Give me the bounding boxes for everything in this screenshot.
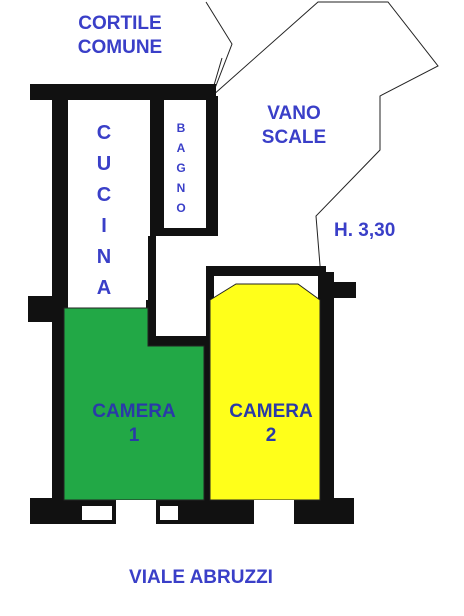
- courtyard-label: CORTILE COMUNE: [58, 12, 182, 60]
- stairwell-label: VANO SCALE: [246, 102, 342, 150]
- room-1-area: [63, 307, 205, 501]
- courtyard-label-line-1: CORTILE: [78, 13, 162, 34]
- stairwell-label-line-2: SCALE: [261, 126, 327, 148]
- room-1-label-line-2: 1: [128, 424, 140, 446]
- bathroom-letter: O: [176, 201, 186, 215]
- kitchen-label: C U C I N A: [86, 118, 122, 304]
- room-2-label-line-1: CAMERA: [229, 401, 313, 422]
- kitchen-letter: C: [96, 184, 112, 206]
- kitchen-letter: N: [96, 246, 112, 268]
- kitchen-letter: I: [101, 215, 107, 237]
- kitchen-area: [68, 110, 148, 300]
- bathroom-letter: B: [176, 121, 186, 135]
- room-1-label-line-1: CAMERA: [92, 401, 176, 422]
- courtyard-label-line-2: COMUNE: [77, 36, 163, 58]
- stairwell-label-line-1: VANO: [267, 103, 321, 124]
- street-label: VIALE ABRUZZI: [129, 567, 273, 588]
- corridor-area: [156, 236, 206, 336]
- height-label: H. 3,30: [334, 220, 396, 241]
- kitchen-letter: U: [96, 153, 112, 175]
- kitchen-letter: C: [96, 122, 112, 144]
- openings: [82, 500, 294, 524]
- bathroom-letter: A: [176, 141, 186, 155]
- room-2-area: [209, 283, 321, 501]
- stairwell-outline: [205, 1, 439, 291]
- bathroom-label: B A G N O: [170, 118, 192, 218]
- bathroom-letter: N: [176, 181, 186, 195]
- kitchen-letter: A: [96, 277, 112, 299]
- room-1-label: CAMERA 1: [70, 400, 198, 448]
- room-2-label-line-2: 2: [265, 424, 277, 446]
- bathroom-area: [164, 104, 206, 228]
- room-2-label: CAMERA 2: [212, 400, 330, 448]
- bathroom-letter: G: [176, 161, 186, 175]
